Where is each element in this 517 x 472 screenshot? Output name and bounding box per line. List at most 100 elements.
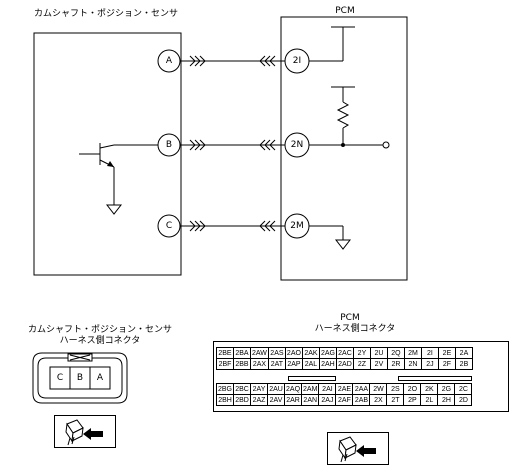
pullup-resistor <box>336 101 350 129</box>
pcm-pin-cell: 2H <box>437 394 456 406</box>
sensor-pin-c <box>157 214 181 238</box>
sensor-cavity-a <box>89 366 111 390</box>
pcm-pin-cell: 2AH <box>318 358 337 370</box>
sensor-connector-title-2: ハーネス側コネクタ <box>59 336 141 346</box>
pcm-pin-cell: 2G <box>437 383 456 395</box>
transistor-emitter-arrow <box>107 161 114 167</box>
pcm-pin-cell: 2B <box>454 358 473 370</box>
pcm-pin-cell: 2AN <box>301 394 320 406</box>
pcm-connector-title-2: ハーネス側コネクタ <box>314 324 396 334</box>
pcm-pin-cell: 2R <box>386 358 405 370</box>
pcm-ground-icon <box>334 239 352 250</box>
pcm-pin-cell: 2T <box>386 394 405 406</box>
pcm-pin-cell: 2AC <box>335 347 354 359</box>
pcm-pin-cell: 2L <box>420 394 439 406</box>
pcm-pin-cell: 2AR <box>284 394 303 406</box>
wiring-diagram <box>33 16 408 281</box>
terminal-circle <box>382 141 390 149</box>
pcm-pin-cell: 2AB <box>352 394 371 406</box>
pcm-pin-cell: 2BB <box>233 358 251 370</box>
pcm-connector-title-1: PCM <box>340 313 360 323</box>
cmp-sensor-box <box>33 32 182 276</box>
pcm-pin-2i-label: 2I <box>292 56 302 66</box>
pcm-pin-cell: 2D <box>454 394 473 406</box>
pcm-pin-cell: 2BD <box>233 394 252 406</box>
pcm-pin-cell: 2AZ <box>250 394 269 406</box>
pcm-pin-cell: 2AO <box>284 347 303 359</box>
sensor-connector-view-icon <box>54 415 116 448</box>
pcm-pin-cell: 2O <box>403 383 422 395</box>
pcm-pin-cell: 2A <box>454 347 473 359</box>
pcm-pin-cell: 2AF <box>335 394 354 406</box>
sensor-connector-pin-c: C <box>56 373 64 383</box>
pcm-pin-cell: 2AP <box>284 358 303 370</box>
pcm-box <box>280 16 408 281</box>
wires <box>180 60 290 227</box>
pcm-connector-view-icon <box>327 432 389 465</box>
sensor-connector-pin-b: B <box>76 373 84 383</box>
pcm-pin-cell: 2K <box>420 383 439 395</box>
pcm-pin-cell: 2AY <box>250 383 269 395</box>
pcm-pin-cell: 2J <box>420 358 439 370</box>
sensor-connector-face <box>32 352 128 404</box>
pcm-pin-cell: 2AW <box>250 347 269 359</box>
pcm-pin-cell: 2AA <box>352 383 371 395</box>
pcm-pin-cell: 2BH <box>215 394 235 406</box>
pcm-pin-cell: 2AS <box>267 347 286 359</box>
pcm-pin-cell: 2F <box>437 358 456 370</box>
pcm-pin-cell: 2AU <box>267 383 286 395</box>
pcm-key-right <box>398 376 472 381</box>
pcm-pin-cell: 2Q <box>386 347 405 359</box>
sensor-connector-title-1: カムシャフト・ポジション・センサ <box>27 325 172 335</box>
pcm-pin-cell: 2U <box>369 347 388 359</box>
pcm-side-connector-marks <box>259 55 276 232</box>
sensor-connector-pin-a: A <box>96 373 104 383</box>
pcm-pin-cell: 2AT <box>267 358 286 370</box>
pcm-pin-cell: 2BE <box>216 347 234 359</box>
pcm-pin-cell: 2AG <box>318 347 337 359</box>
sensor-side-connector-marks <box>189 55 206 232</box>
pcm-pin-cell: 2V <box>369 358 388 370</box>
pcm-pin-cell: 2AQ <box>284 383 303 395</box>
pcm-pin-cell: 2S <box>386 383 405 395</box>
pcm-key-left <box>288 376 336 381</box>
pcm-pin-cell: 2P <box>403 394 422 406</box>
pcm-pin-cell: 2AV <box>267 394 286 406</box>
sensor-pin-b-label: B <box>165 140 173 150</box>
pcm-2m-circuit <box>309 225 344 240</box>
pcm-pin-cell: 2BF <box>216 358 234 370</box>
pcm-pin-2m-label: 2M <box>290 221 304 231</box>
pcm-pin-cell: 2AD <box>335 358 354 370</box>
pcm-pin-cell: 2AK <box>301 347 320 359</box>
cmp-sensor-title: カムシャフト・ポジション・センサ <box>34 9 179 19</box>
pcm-pin-cell: 2BA <box>233 347 251 359</box>
pcm-pin-cell: 2Y <box>352 347 371 359</box>
pcm-pin-cell: 2BC <box>233 383 252 395</box>
pcm-pin-cell: 2Z <box>352 358 371 370</box>
pcm-2n-circuit <box>309 86 383 146</box>
pcm-pin-cell: 2AX <box>250 358 269 370</box>
sensor-pin-c-label: C <box>165 221 173 231</box>
pcm-pin-cell: 2AL <box>301 358 320 370</box>
sensor-ground-icon <box>105 204 123 215</box>
pcm-pin-cell: 2AM <box>301 383 320 395</box>
pcm-pin-cell: 2N <box>403 358 422 370</box>
sensor-pin-a <box>157 49 181 73</box>
pcm-pin-cell: 2BG <box>215 383 235 395</box>
pcm-pin-cell: 2C <box>454 383 473 395</box>
pcm-pin-cell: 2E <box>437 347 456 359</box>
transistor-symbol <box>79 143 158 205</box>
sensor-pin-a-label: A <box>165 56 173 66</box>
pcm-pin-cell: 2W <box>369 383 388 395</box>
pcm-pin-2n-label: 2N <box>290 140 304 150</box>
pcm-pin-cell: 2AJ <box>318 394 337 406</box>
pcm-2i-circuit <box>309 26 355 62</box>
pcm-pin-cell: 2AI <box>318 383 337 395</box>
pcm-pin-cell: 2X <box>369 394 388 406</box>
